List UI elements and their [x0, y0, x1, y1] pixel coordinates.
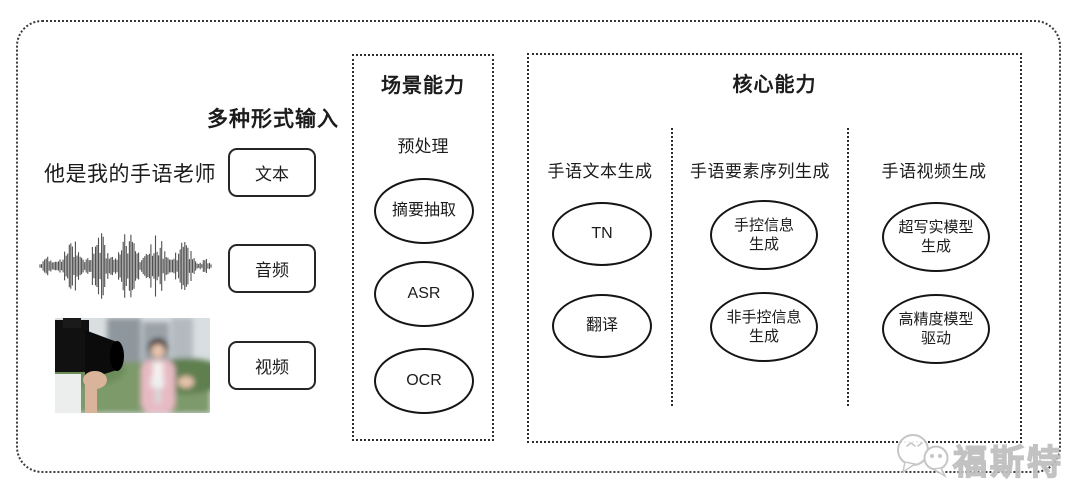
node-label: TN	[591, 224, 613, 242]
node-label: 翻译	[585, 316, 618, 334]
node-asr: ASR	[374, 261, 474, 327]
node-translation: 翻译	[552, 294, 652, 358]
node-non-manual-feature-generation: 非手控信息生成	[710, 292, 818, 362]
input-type-text-box: 文本	[228, 148, 316, 197]
video-thumbnail	[55, 318, 210, 413]
input-type-audio-label: 音频	[255, 261, 289, 280]
node-tn: TN	[552, 202, 652, 266]
sample-sentence-text: 他是我的手语老师	[44, 163, 216, 186]
core-column-divider-2	[847, 128, 849, 406]
watermark: 福斯特	[891, 424, 1069, 488]
input-type-video-box: 视频	[228, 341, 316, 390]
node-label: 摘要抽取	[391, 201, 456, 219]
core-column-divider-1	[671, 128, 673, 406]
scene-capability-box: 场景能力 预处理	[352, 54, 494, 441]
chat-bubbles-icon	[897, 434, 949, 478]
node-label: 高精度模型驱动	[898, 310, 974, 348]
node-label: 超写实模型生成	[898, 218, 974, 256]
node-manual-feature-generation: 手控信息生成	[710, 200, 818, 270]
node-label: 手控信息生成	[733, 216, 794, 254]
column-header-sign-video-generation: 手语视频生成	[881, 162, 987, 181]
core-box-title: 核心能力	[732, 74, 817, 96]
column-header-sign-element-sequence-generation: 手语要素序列生成	[690, 162, 830, 181]
input-section-label: 多种形式输入	[207, 108, 339, 131]
outer-dotted-frame	[16, 20, 1061, 473]
input-type-text-label: 文本	[255, 165, 289, 184]
node-ocr: OCR	[374, 348, 474, 414]
scene-box-subtitle: 预处理	[397, 137, 449, 156]
core-capability-box: 核心能力	[527, 53, 1022, 443]
node-high-precision-model-driving: 高精度模型驱动	[882, 294, 990, 364]
node-label: OCR	[406, 371, 442, 389]
input-type-audio-box: 音频	[228, 244, 316, 293]
column-header-sign-text-generation: 手语文本生成	[547, 162, 653, 181]
node-label: ASR	[407, 284, 441, 302]
scene-box-title: 场景能力	[381, 75, 465, 97]
watermark-text: 福斯特	[952, 444, 1064, 482]
audio-waveform-icon	[38, 228, 213, 304]
node-label: 非手控信息生成	[726, 308, 802, 346]
node-hyperrealistic-model-generation: 超写实模型生成	[882, 202, 990, 272]
input-type-video-label: 视频	[255, 358, 289, 377]
node-summary-extraction: 摘要抽取	[374, 178, 474, 244]
